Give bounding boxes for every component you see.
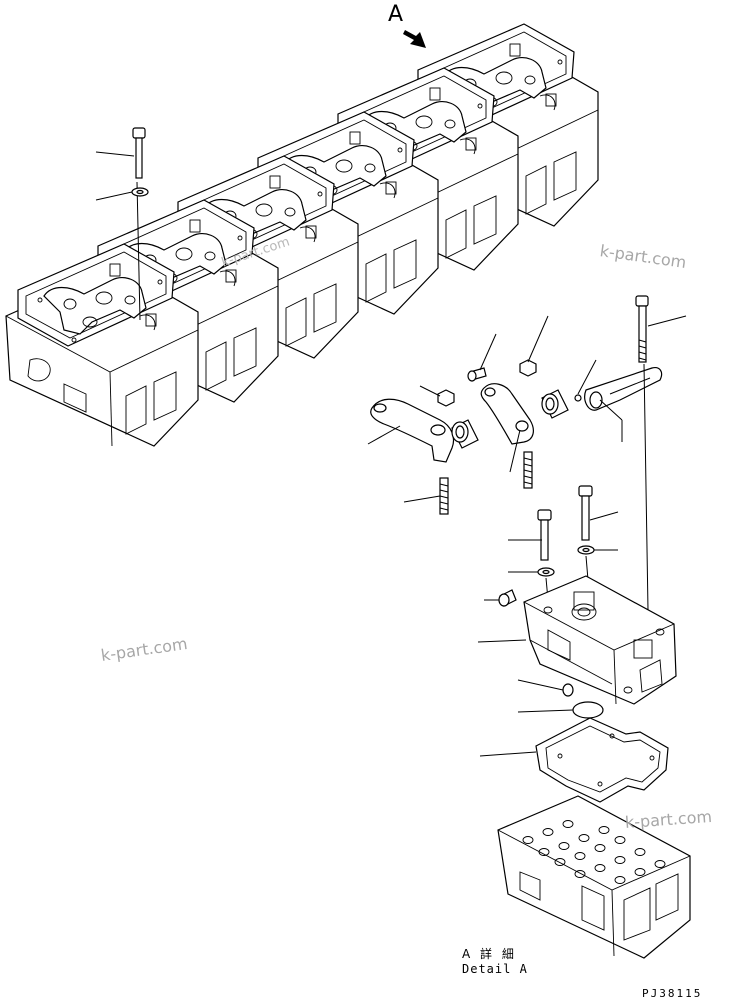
gasket [535, 717, 669, 803]
block-hole [634, 848, 646, 856]
long-bolt-left [132, 127, 146, 321]
drawing-number: PJ38115 [642, 987, 703, 1000]
washer-left [131, 187, 149, 197]
block-hole [538, 848, 550, 856]
block-hole [558, 842, 570, 850]
long-bolt-right [635, 295, 649, 611]
block-hole [634, 868, 646, 876]
block-hole [574, 870, 586, 878]
leader-lines [95, 151, 687, 757]
small-ball [574, 394, 582, 402]
bolt-center-right [578, 485, 593, 541]
bushing-right [541, 389, 569, 419]
pin-middle [467, 367, 487, 382]
block-hole [574, 852, 586, 860]
bushing-left [451, 419, 479, 449]
washer-center-left [537, 567, 555, 577]
block-hole [562, 820, 574, 828]
block-hole [594, 844, 606, 852]
nut-left [437, 389, 455, 407]
arrow-down-right-icon [403, 30, 426, 48]
block-hole [542, 828, 554, 836]
block-hole [554, 858, 566, 866]
block-hole [598, 826, 610, 834]
view-letter: A [388, 2, 404, 27]
nut-middle [519, 359, 537, 377]
cylinder-head [5, 243, 199, 447]
rocker-arm-middle [480, 383, 534, 445]
adjusting-screw-middle [523, 451, 533, 489]
bolt-center-left [537, 509, 552, 561]
detail-label-en: Detail A [462, 962, 528, 976]
rocker-arm-left [370, 398, 455, 463]
cylinder-head-assembly [5, 23, 599, 447]
detail-label-jp: A 詳 細 [462, 947, 517, 961]
o-ring [572, 701, 604, 719]
washer-center-right [577, 545, 595, 555]
rocker-housing [523, 575, 677, 705]
block-hole [522, 836, 534, 844]
block-hole [594, 864, 606, 872]
rocker-shaft [584, 367, 663, 411]
adjusting-screw-left [439, 477, 449, 515]
block-hole [654, 860, 666, 868]
block-hole [614, 876, 626, 884]
block-hole [614, 856, 626, 864]
small-plug [562, 683, 574, 697]
block-hole [614, 836, 626, 844]
plug [498, 589, 517, 607]
cylinder-head-block [497, 795, 691, 959]
block-hole [578, 834, 590, 842]
